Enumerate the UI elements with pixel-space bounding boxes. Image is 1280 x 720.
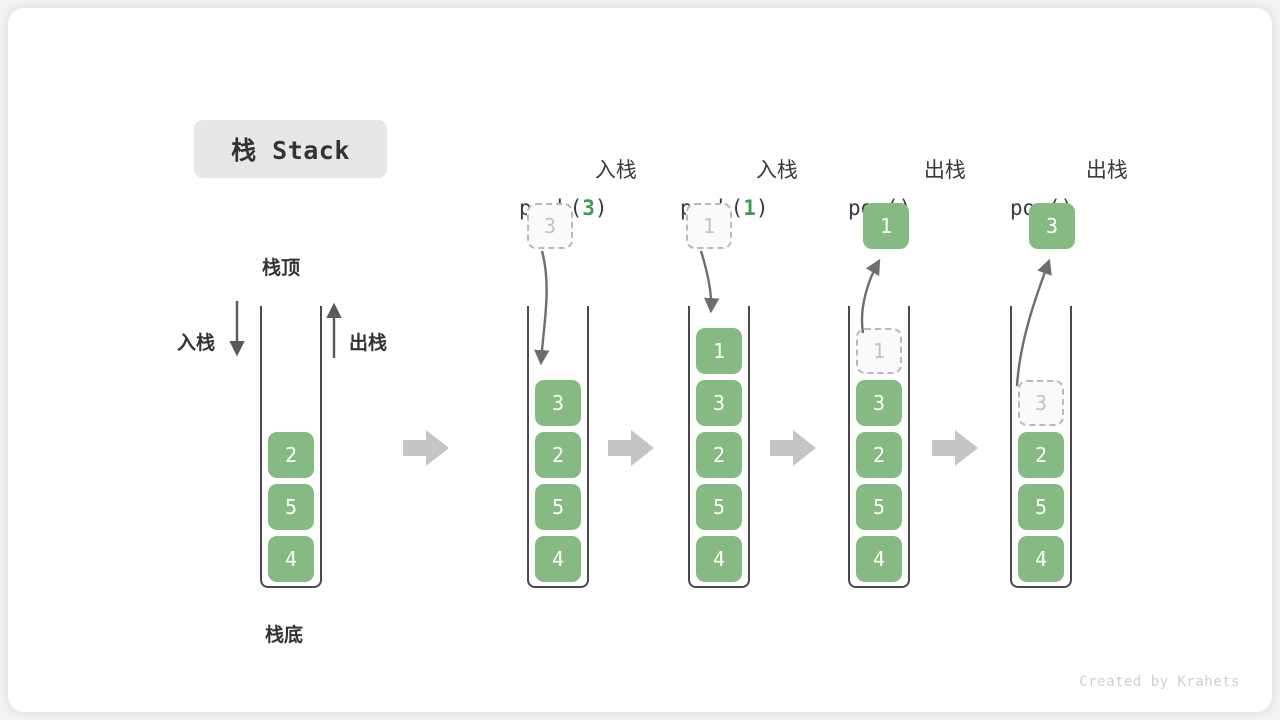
page-title: 栈 Stack (231, 136, 350, 165)
stack-bottom-label: 栈底 (265, 624, 304, 646)
step-op-cjk: 入栈 (755, 158, 798, 182)
stack-element: 3 (696, 380, 742, 426)
stack-element: 5 (1018, 484, 1064, 530)
diagram-title-chip: 栈 Stack (194, 120, 387, 178)
stack-element-ghost: 3 (1018, 380, 1064, 426)
push-side-label: 入栈 (177, 332, 216, 354)
pop-side-label: 出栈 (349, 332, 388, 354)
stack-container (688, 306, 750, 588)
stack-elements: 3 2 5 4 (1018, 380, 1064, 582)
stack-element: 3 (856, 380, 902, 426)
stack-element: 1 (696, 328, 742, 374)
watermark: Created by Krahets (1079, 674, 1240, 690)
stack-elements: 1 3 2 5 4 (696, 328, 742, 582)
stack-element: 2 (696, 432, 742, 478)
step-op-cjk: 出栈 (1085, 158, 1128, 182)
step-call-arg: 1 (743, 196, 756, 220)
stack-element: 4 (856, 536, 902, 582)
step-call-post: ) (594, 196, 608, 220)
stack-element: 3 (535, 380, 581, 426)
step-call-post: ) (755, 196, 769, 220)
stack-element: 5 (535, 484, 581, 530)
initial-stack-container (260, 306, 322, 588)
stack-container (1010, 306, 1072, 588)
floating-element: 3 (1029, 203, 1075, 249)
stack-element: 5 (856, 484, 902, 530)
flow-arrow (403, 430, 449, 466)
flow-arrow (932, 430, 978, 466)
diagram-card: 栈 Stack 栈顶 入栈 出栈 2 5 4 栈底 入栈push(3) 3 3 … (8, 8, 1272, 712)
stack-elements: 1 3 2 5 4 (856, 328, 902, 582)
step-op-cjk: 出栈 (923, 158, 966, 182)
stack-element: 2 (856, 432, 902, 478)
floating-element: 1 (686, 203, 732, 249)
stack-element: 2 (268, 432, 314, 478)
stack-element-ghost: 1 (856, 328, 902, 374)
stack-top-label: 栈顶 (262, 257, 301, 279)
floating-element: 1 (863, 203, 909, 249)
stack-container (527, 306, 589, 588)
stack-container (848, 306, 910, 588)
stack-element: 2 (1018, 432, 1064, 478)
stack-elements: 3 2 5 4 (535, 380, 581, 582)
step-call-arg: 3 (582, 196, 595, 220)
flow-arrow (770, 430, 816, 466)
step-op-cjk: 入栈 (594, 158, 637, 182)
flow-arrow (608, 430, 654, 466)
stack-element: 5 (696, 484, 742, 530)
stack-element: 2 (535, 432, 581, 478)
stack-element: 4 (535, 536, 581, 582)
stack-element: 4 (1018, 536, 1064, 582)
initial-stack-elements: 2 5 4 (268, 432, 314, 582)
stack-element: 4 (696, 536, 742, 582)
stack-element: 4 (268, 536, 314, 582)
floating-element: 3 (527, 203, 573, 249)
stack-element: 5 (268, 484, 314, 530)
